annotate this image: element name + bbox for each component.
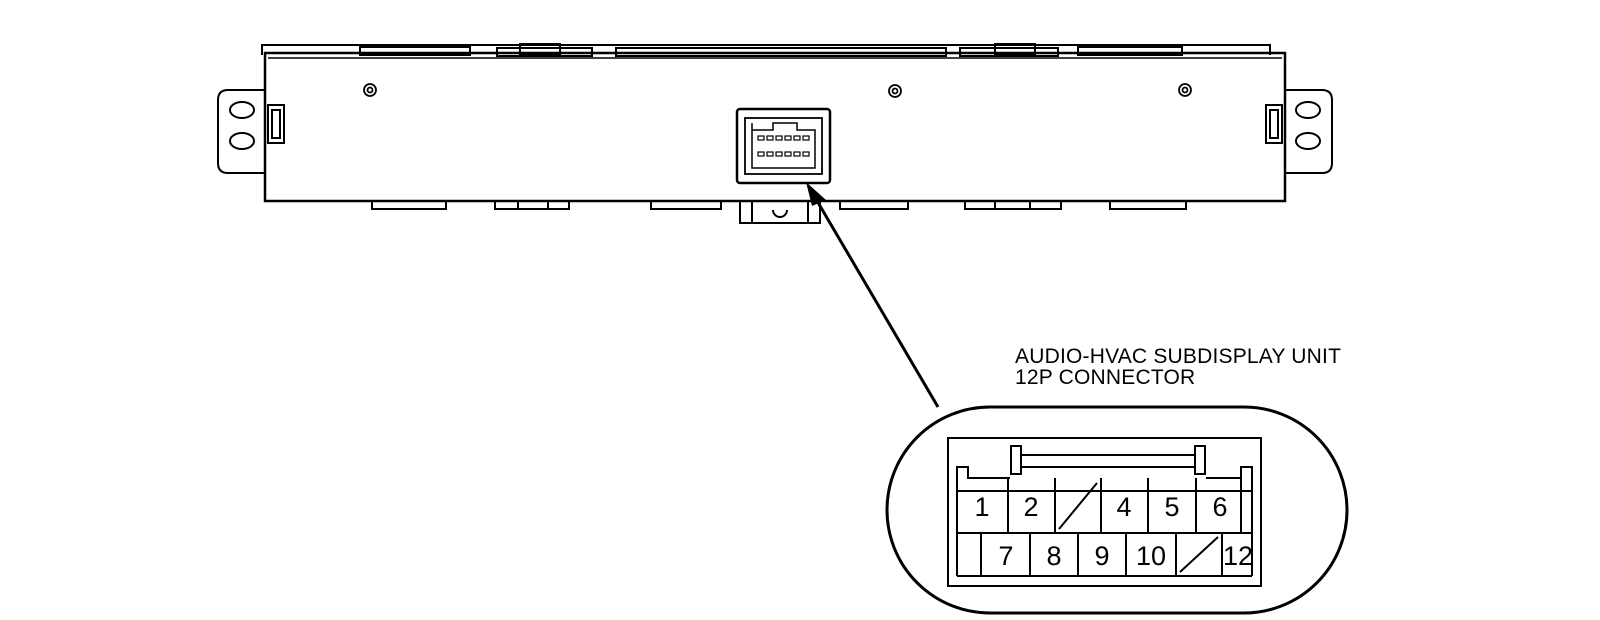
pin-label: 8 bbox=[1046, 541, 1061, 571]
pin-label: 6 bbox=[1212, 492, 1227, 522]
pin-label: 2 bbox=[1023, 492, 1038, 522]
pin-label: 7 bbox=[998, 541, 1013, 571]
empty-cavity-slash bbox=[1179, 536, 1219, 573]
caption-line-1: AUDIO-HVAC SUBDISPLAY UNIT bbox=[1015, 345, 1342, 368]
pin-label: 1 bbox=[974, 492, 989, 522]
connector-caption: AUDIO-HVAC SUBDISPLAY UNIT 12P CONNECTOR bbox=[1015, 346, 1341, 388]
harness-plug bbox=[739, 200, 821, 224]
pin-labels: 1 2 4 5 6 7 8 9 10 12 bbox=[974, 492, 1253, 571]
pin-label: 12 bbox=[1223, 541, 1253, 571]
caption-line-2: 12P CONNECTOR bbox=[1015, 366, 1196, 389]
empty-cavity-slash bbox=[1058, 482, 1098, 530]
subdisplay-unit bbox=[217, 43, 1333, 224]
unit-connector bbox=[735, 107, 832, 185]
pin-label: 9 bbox=[1094, 541, 1109, 571]
leader-arrow bbox=[806, 182, 940, 408]
pin-grid bbox=[957, 478, 1252, 576]
pin-label: 10 bbox=[1136, 541, 1166, 571]
pin-label: 5 bbox=[1164, 492, 1179, 522]
pin-label: 4 bbox=[1116, 492, 1131, 522]
connector-callout: 1 2 4 5 6 7 8 9 10 12 bbox=[885, 405, 1349, 615]
